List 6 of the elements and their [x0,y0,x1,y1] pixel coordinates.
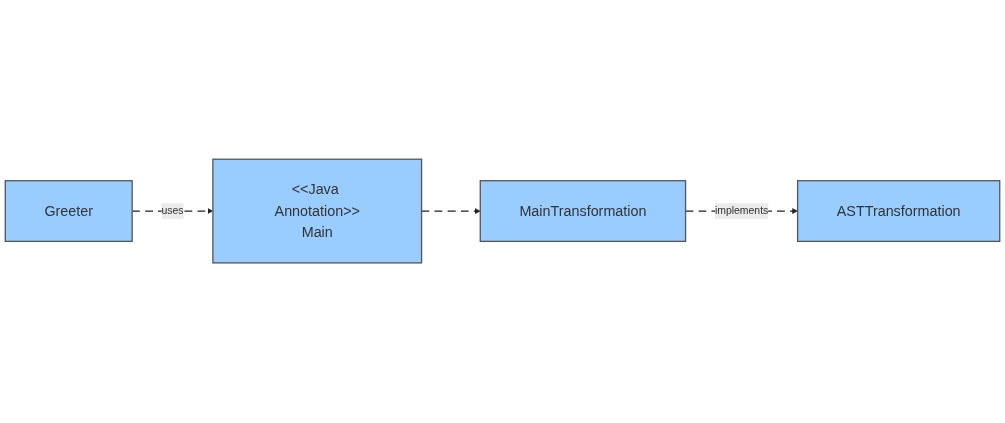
edge-label: uses [161,205,184,217]
node-box: Greeter [4,180,133,243]
node-box: <<Java Annotation>> Main [212,159,423,264]
node-box: MainTransformation [479,180,687,243]
edge-label: implements [714,205,769,217]
node-box: ASTTransformation [797,180,1001,243]
